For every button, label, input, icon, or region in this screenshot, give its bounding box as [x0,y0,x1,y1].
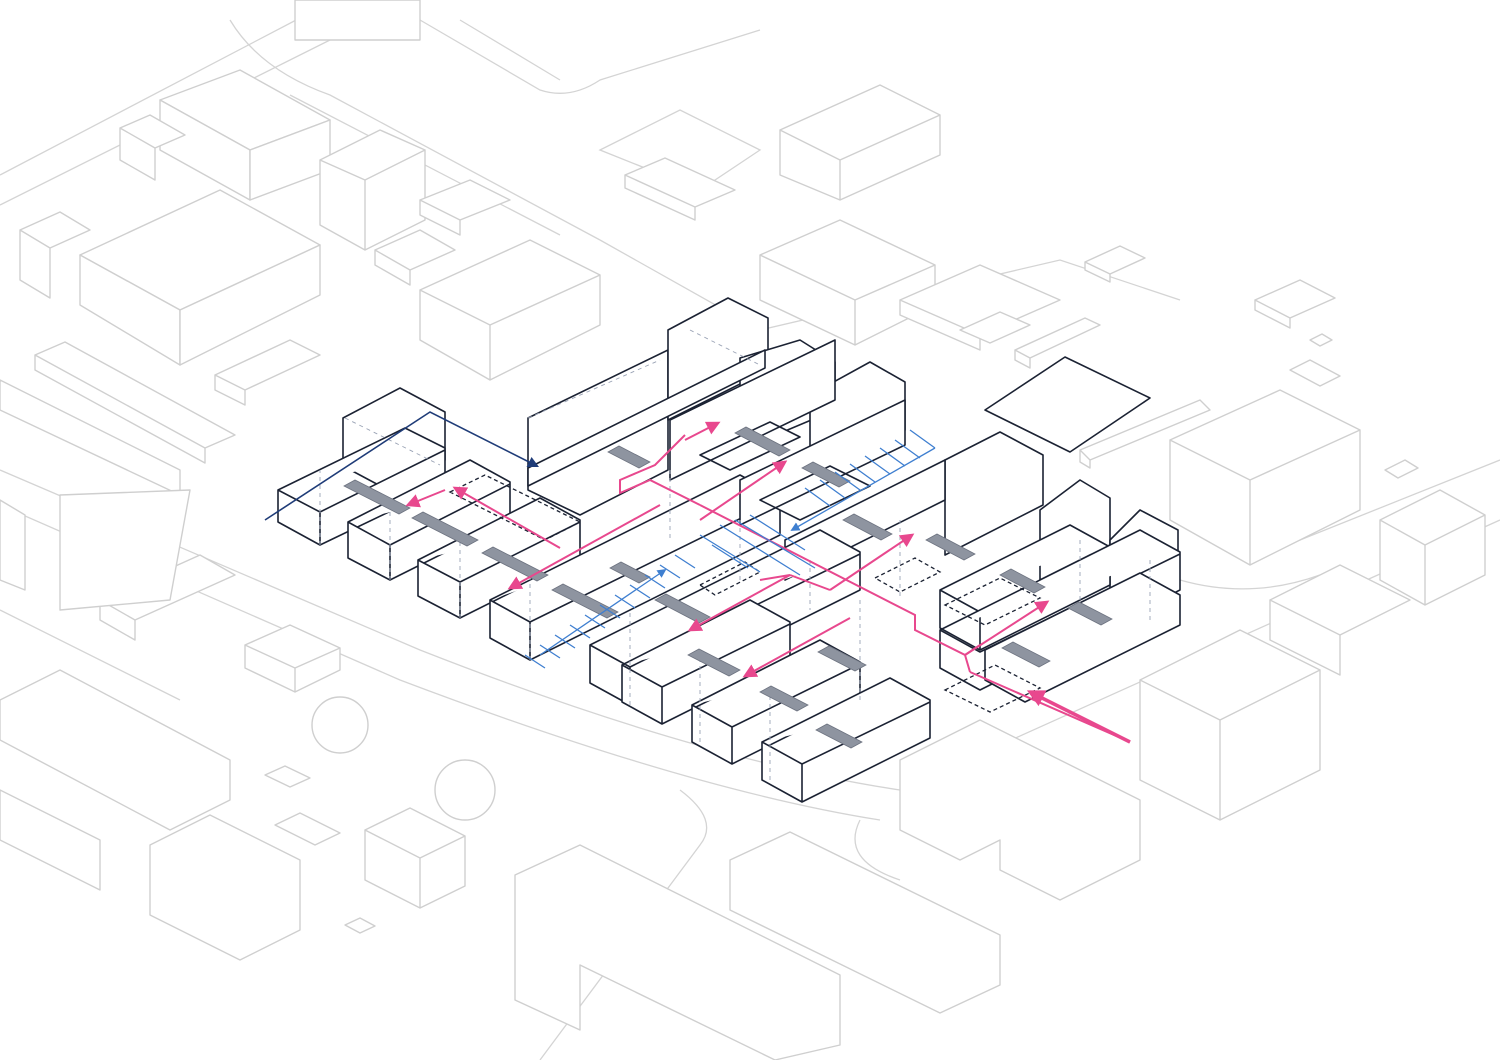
open-square-plot [984,356,1151,453]
flow-arrows [264,411,1131,744]
blue-arrow-icon [790,447,936,531]
hidden-lines [319,329,1151,780]
connecting-bridges [343,426,1113,749]
blue-arrow-icon [539,568,667,656]
blue-corridors [524,429,936,669]
dashed-footprints [448,474,1042,713]
project-buildings [277,297,1181,803]
navy-arrow-icon [264,411,539,521]
tower-volume [944,431,1044,556]
bar-blocks [277,339,1181,803]
